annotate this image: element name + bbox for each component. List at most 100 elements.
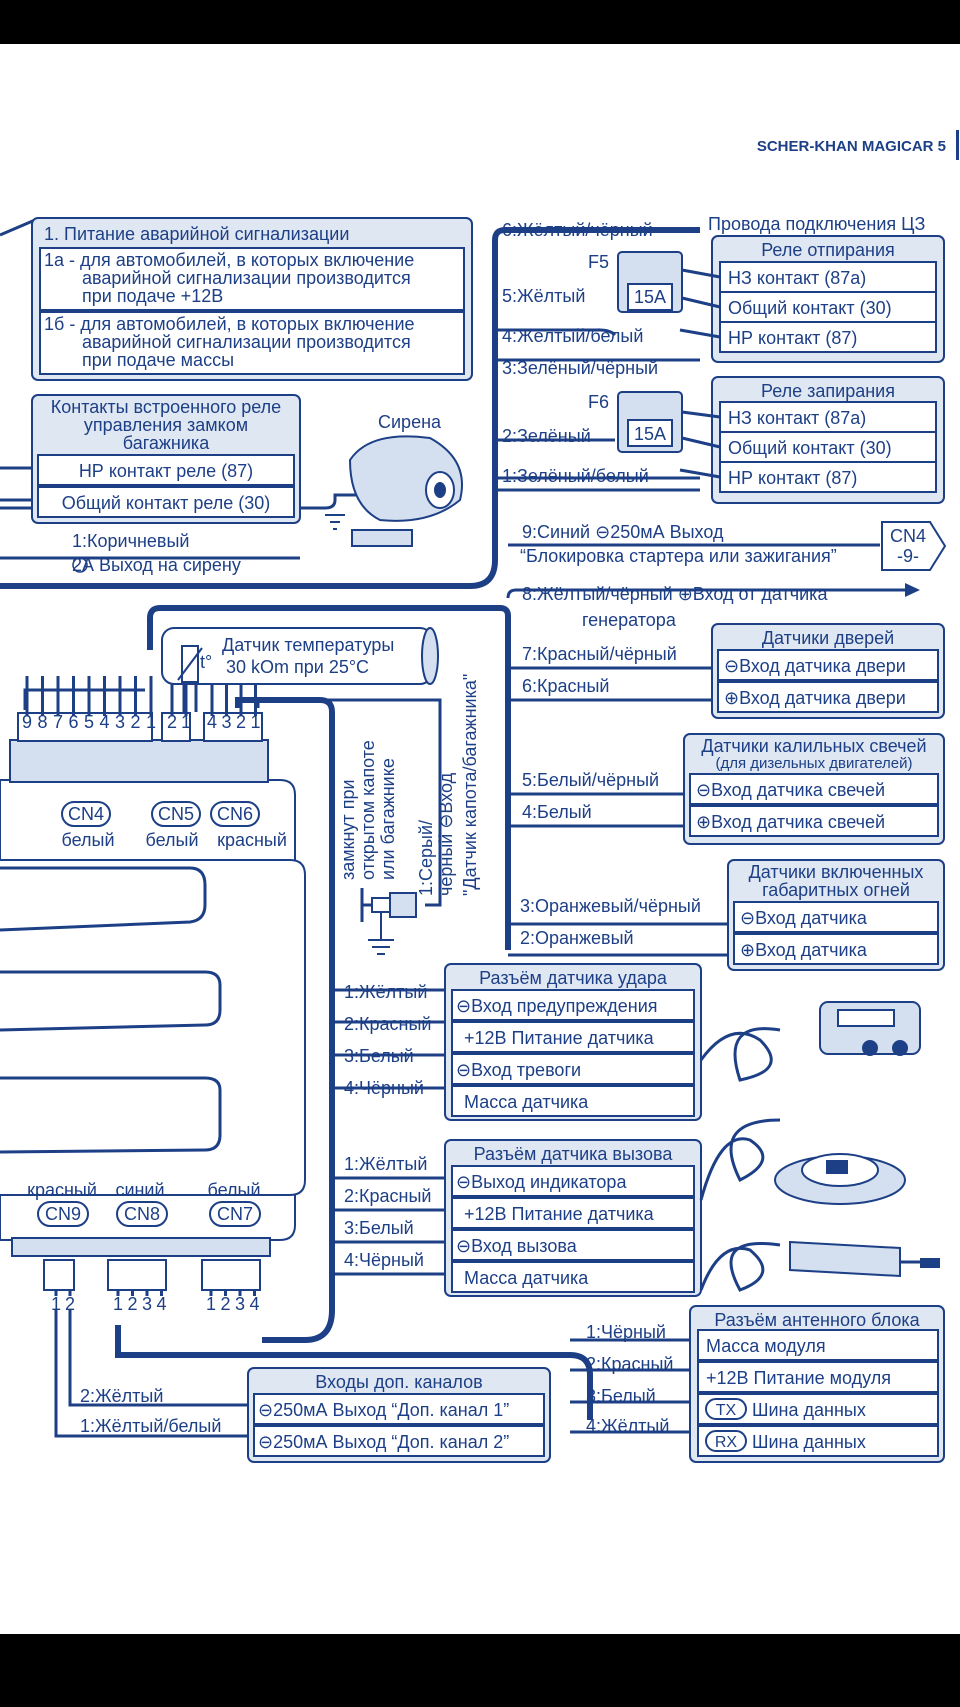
cn4-pin-number: 8 [37,712,47,732]
svg-text:Разъём датчика вызова: Разъём датчика вызова [474,1144,674,1164]
siren-wire-label: 1:Коричневый [72,531,189,551]
antenna-wire-1: 1:Чёрный [586,1322,666,1342]
svg-text:НР контакт реле (87): НР контакт реле (87) [79,461,253,481]
svg-text:⊖Вход датчика: ⊖Вход датчика [740,908,868,928]
svg-text:Датчики включенных: Датчики включенных [749,862,924,882]
svg-text:⊖Вход предупреждения: ⊖Вход предупреждения [456,996,658,1016]
svg-text:(для дизельных двигателей): (для дизельных двигателей) [715,755,912,772]
svg-text:Реле запирания: Реле запирания [761,381,895,401]
cn6-pin-number: 2 [236,712,246,732]
cn7-pin-number: 4 [249,1294,259,1314]
shock-sensor-box: Разъём датчика удара ⊖Вход предупреждени… [444,963,702,1121]
wire-unlock-5: 5:Жёлтый [502,286,585,306]
cn8-pin-number: 3 [142,1294,152,1314]
cn4-9-tag: CN4 -9- [881,521,947,571]
cn4-pin-number: 2 [130,712,140,732]
cn4-pin-number: 3 [115,712,125,732]
svg-text:t°: t° [200,652,212,672]
svg-text:Сирена: Сирена [378,412,442,432]
svg-text:⊖Вход датчика двери: ⊖Вход датчика двери [724,656,906,676]
cn5-pin-number: 1 [181,712,191,732]
siren-plus-icon [72,557,88,573]
cn4-pin-number: 1 [146,712,156,732]
svg-text:Масса модуля: Масса модуля [706,1336,826,1356]
cn7-pin-number: 2 [220,1294,230,1314]
svg-text:⊕Вход датчика свечей: ⊕Вход датчика свечей [696,812,885,832]
hood-wire-label-1: 1:Серый/ [416,820,436,896]
svg-text:НР контакт (87): НР контакт (87) [728,468,857,488]
antenna-wire-3: 3:Белый [586,1386,656,1406]
starter-desc: “Блокировка стартера или зажигания” [520,546,837,566]
cn9-tag: красный CN9 [27,1180,97,1227]
svg-text:F6: F6 [588,392,609,412]
svg-text:Разъём антенного блока: Разъём антенного блока [714,1310,920,1330]
svg-text:15А: 15А [634,287,666,307]
call-wire-3: 3:Белый [344,1218,414,1238]
svg-text:RX: RX [715,1434,738,1451]
cn7-tag: белый CN7 [207,1180,261,1227]
svg-text:30 kOm при 25°С: 30 kOm при 25°С [226,657,369,677]
svg-text:белый: белый [145,830,198,850]
parking-wire-3: 3:Оранжевый/чёрный [520,896,701,916]
svg-text:при подаче массы: при подаче массы [82,350,234,370]
svg-text:белый: белый [207,1180,260,1200]
cn6-pin-number: 3 [221,712,231,732]
shock-wire-1: 1:Жёлтый [344,982,427,1002]
svg-text:Общий контакт реле (30): Общий контакт реле (30) [62,493,271,513]
svg-text:аварийной сигнализации произво: аварийной сигнализации производится [82,332,411,352]
door-wire-6: 6:Красный [522,676,609,696]
aux-wire-2: 2:Жёлтый [80,1386,163,1406]
brand-rule [956,130,959,160]
call-wire-4: 4:Чёрный [344,1250,424,1270]
svg-text:15А: 15А [634,424,666,444]
aux-wire-1: 1:Жёлтый/белый [80,1416,221,1436]
wire-unlock-6: 6:Жёлтый/чёрный [502,220,653,240]
svg-text:+12В Питание модуля: +12В Питание модуля [706,1368,891,1388]
svg-text:CN7: CN7 [217,1204,253,1224]
starter-wire-label: 9:Синий ⊖250мА Выход [522,522,724,542]
svg-text:+12В Питание датчика: +12В Питание датчика [464,1028,655,1048]
cn4-pin-number: 5 [84,712,94,732]
svg-text:Общий контакт (30): Общий контакт (30) [728,438,892,458]
cn4-pin-number: 4 [99,712,109,732]
siren: Сирена [325,412,463,547]
shock-sensor-illustration [699,1001,921,1082]
svg-text:CN4: CN4 [68,804,104,824]
hood-note-3: или багажнике [378,758,398,880]
call-sensor-box: Разъём датчика вызова ⊖Выход индикатора … [444,1139,702,1297]
antenna-wire-4: 4:Жёлтый [586,1416,669,1436]
svg-text:Контакты встроенного реле: Контакты встроенного реле [51,397,281,417]
svg-text:Масса датчика: Масса датчика [464,1268,589,1288]
fuse-f5: F5 15А [588,251,683,313]
call-wire-1: 1:Жёлтый [344,1154,427,1174]
cn8-tag: синий CN8 [115,1180,168,1227]
aux-channels-box: Входы доп. каналов ⊖250мА Выход “Доп. ка… [247,1367,551,1463]
cn4-pin-number: 7 [53,712,63,732]
trunk-relay-box: Контакты встроенного реле управления зам… [31,394,301,524]
cn8-pin-number: 2 [127,1294,137,1314]
wire-lock-1: 1:Зелёный/белый [502,466,649,486]
svg-text:Датчик температуры: Датчик температуры [222,635,394,655]
glow-plugs-box: Датчики калильных свечей (для дизельных … [683,733,945,845]
svg-text:⊖Вход вызова: ⊖Вход вызова [456,1236,578,1256]
parking-lights-box: Датчики включенных габаритных огней ⊖Вхо… [727,859,945,971]
svg-text:Шина данных: Шина данных [752,1432,866,1452]
shock-wire-3: 3:Белый [344,1046,414,1066]
cn8-pin-number: 1 [113,1294,123,1314]
svg-text:⊕Вход датчика двери: ⊕Вход датчика двери [724,688,906,708]
svg-text:⊖Вход датчика свечей: ⊖Вход датчика свечей [696,780,885,800]
hood-desc: "Датчик капота/багажника" [460,674,480,896]
wire-unlock-4: 4:Жёлтый/белый [502,326,643,346]
siren-output-label: 2А Выход на сирену [72,555,241,575]
svg-text:Входы доп. каналов: Входы доп. каналов [315,1372,482,1392]
svg-text:TX: TX [716,1402,737,1419]
hood-wire-label-2: чёрный ⊖Вход [436,772,456,896]
svg-text:НР контакт (87): НР контакт (87) [728,328,857,348]
svg-text:⊖250мА Выход “Доп. канал 2”: ⊖250мА Выход “Доп. канал 2” [258,1432,509,1452]
shock-wire-2: 2:Красный [344,1014,431,1034]
svg-text:CN6: CN6 [217,804,253,824]
